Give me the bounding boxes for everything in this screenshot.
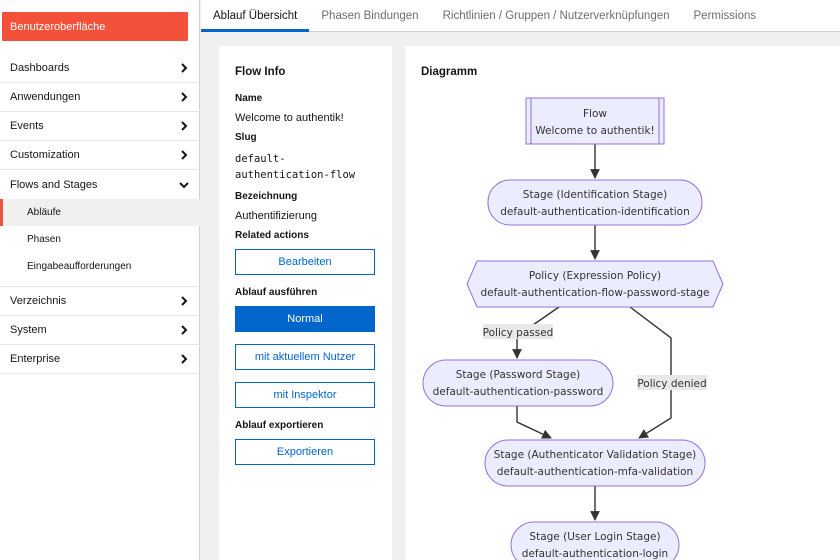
node-policy-line2: default-authentication-flow-password-sta…	[480, 287, 709, 299]
sidebar-item-dashboards[interactable]: Dashboards	[0, 54, 200, 83]
name-value: Welcome to authentik!	[235, 112, 344, 124]
sidebar-item-label: Customization	[10, 149, 80, 161]
sidebar-subitem-stages[interactable]: Phasen	[27, 234, 61, 245]
node-mfa-line2: default-authentication-mfa-validation	[497, 466, 693, 478]
tab-bar: Ablauf Übersicht Phasen Bindungen Richtl…	[201, 0, 840, 32]
sidebar-item-events[interactable]: Events	[0, 112, 200, 141]
node-login-line1: Stage (User Login Stage)	[529, 531, 660, 543]
node-policy-line1: Policy (Expression Policy)	[529, 270, 661, 282]
node-login-line2: default-authentication-login	[522, 548, 668, 560]
sidebar-item-label: Verzeichnis	[10, 295, 67, 307]
sidebar-subitem-prompts[interactable]: Eingabeaufforderungen	[27, 261, 132, 272]
node-flow-line2: Welcome to authentik!	[535, 125, 655, 137]
chevron-right-icon	[178, 62, 190, 74]
chevron-right-icon	[178, 324, 190, 336]
sidebar-nav: Dashboards Anwendungen Events Customizat…	[0, 54, 200, 374]
sidebar-item-label: Anwendungen	[10, 91, 81, 103]
node-flow-line1: Flow	[583, 108, 607, 120]
tab-permissions[interactable]: Permissions	[693, 10, 757, 22]
edge-password-to-mfa	[516, 406, 552, 439]
sidebar-item-flows-and-stages[interactable]: Flows and Stages	[0, 170, 200, 199]
sidebar-item-label: Flows and Stages	[10, 178, 98, 191]
edge-policy-denied	[629, 306, 672, 439]
chevron-right-icon	[178, 149, 190, 161]
flow-info-title: Flow Info	[235, 66, 286, 78]
run-flow-label: Ablauf ausführen	[235, 287, 318, 298]
node-identification-line2: default-authentication-identification	[500, 206, 690, 218]
flow-diagram: Flow Welcome to authentik! Stage (Identi…	[422, 97, 724, 560]
sidebar: Benutzeroberfläche Dashboards Anwendunge…	[0, 0, 200, 560]
node-flow[interactable]: Flow Welcome to authentik!	[525, 97, 665, 145]
flow-info-card: Flow Info Name Welcome to authentik! Slu…	[219, 46, 392, 560]
sidebar-item-system[interactable]: System	[0, 316, 200, 345]
name-label: Name	[235, 93, 263, 104]
run-current-user-button[interactable]: mit aktuellem Nutzer	[235, 344, 375, 370]
sidebar-item-label: Events	[10, 120, 44, 132]
user-interface-button[interactable]: Benutzeroberfläche	[2, 12, 188, 41]
export-button[interactable]: Exportieren	[235, 439, 375, 465]
slug-value: default-authentication-flow	[235, 153, 356, 181]
node-password-line2: default-authentication-password	[433, 386, 604, 398]
diagram-title: Diagramm	[421, 66, 478, 78]
chevron-down-icon	[178, 179, 190, 191]
node-policy[interactable]: Policy (Expression Policy) default-authe…	[466, 260, 724, 308]
node-stage-mfa-validation[interactable]: Stage (Authenticator Validation Stage) d…	[484, 439, 706, 487]
chevron-right-icon	[178, 295, 190, 307]
sidebar-subitem-flows[interactable]: Abläufe	[0, 199, 200, 226]
export-flow-label: Ablauf exportieren	[235, 420, 324, 431]
chevron-right-icon	[178, 120, 190, 132]
chevron-right-icon	[178, 353, 190, 365]
sidebar-item-enterprise[interactable]: Enterprise	[0, 345, 200, 374]
designation-value: Authentifizierung	[235, 210, 317, 222]
tab-flow-overview[interactable]: Ablauf Übersicht	[201, 0, 310, 32]
sidebar-item-label: Dashboards	[10, 62, 70, 74]
tab-policy-bindings[interactable]: Richtlinien / Gruppen / Nutzerverknüpfun…	[442, 10, 670, 22]
node-stage-password[interactable]: Stage (Password Stage) default-authentic…	[422, 359, 614, 407]
policy-denied-label: Policy denied	[637, 378, 706, 390]
slug-label: Slug	[235, 132, 257, 143]
node-stage-identification[interactable]: Stage (Identification Stage) default-aut…	[487, 179, 703, 226]
policy-passed-label: Policy passed	[483, 327, 554, 339]
sidebar-item-directory[interactable]: Verzeichnis	[0, 287, 200, 316]
node-password-line1: Stage (Password Stage)	[456, 369, 581, 381]
diagram-card: Diagramm Flow Welcome to authentik!	[405, 46, 840, 560]
edge-label-policy-passed: Policy passed	[483, 324, 554, 339]
edge-label-policy-denied: Policy denied	[637, 375, 707, 390]
run-inspector-button[interactable]: mit Inspektor	[235, 382, 375, 408]
sidebar-item-customization[interactable]: Customization	[0, 141, 200, 170]
chevron-right-icon	[178, 91, 190, 103]
node-mfa-line1: Stage (Authenticator Validation Stage)	[494, 449, 697, 461]
sidebar-item-label: System	[10, 324, 47, 336]
run-normal-button[interactable]: Normal	[235, 306, 375, 332]
edit-button[interactable]: Bearbeiten	[235, 249, 375, 275]
flows-subnav: Abläufe Phasen Eingabeaufforderungen	[0, 199, 200, 287]
node-identification-line1: Stage (Identification Stage)	[523, 189, 667, 201]
related-actions-label: Related actions	[235, 230, 309, 241]
sidebar-item-applications[interactable]: Anwendungen	[0, 83, 200, 112]
node-stage-user-login[interactable]: Stage (User Login Stage) default-authent…	[510, 521, 680, 560]
sidebar-item-label: Enterprise	[10, 353, 61, 365]
tab-stage-bindings[interactable]: Phasen Bindungen	[321, 10, 419, 22]
designation-label: Bezeichnung	[235, 191, 298, 202]
